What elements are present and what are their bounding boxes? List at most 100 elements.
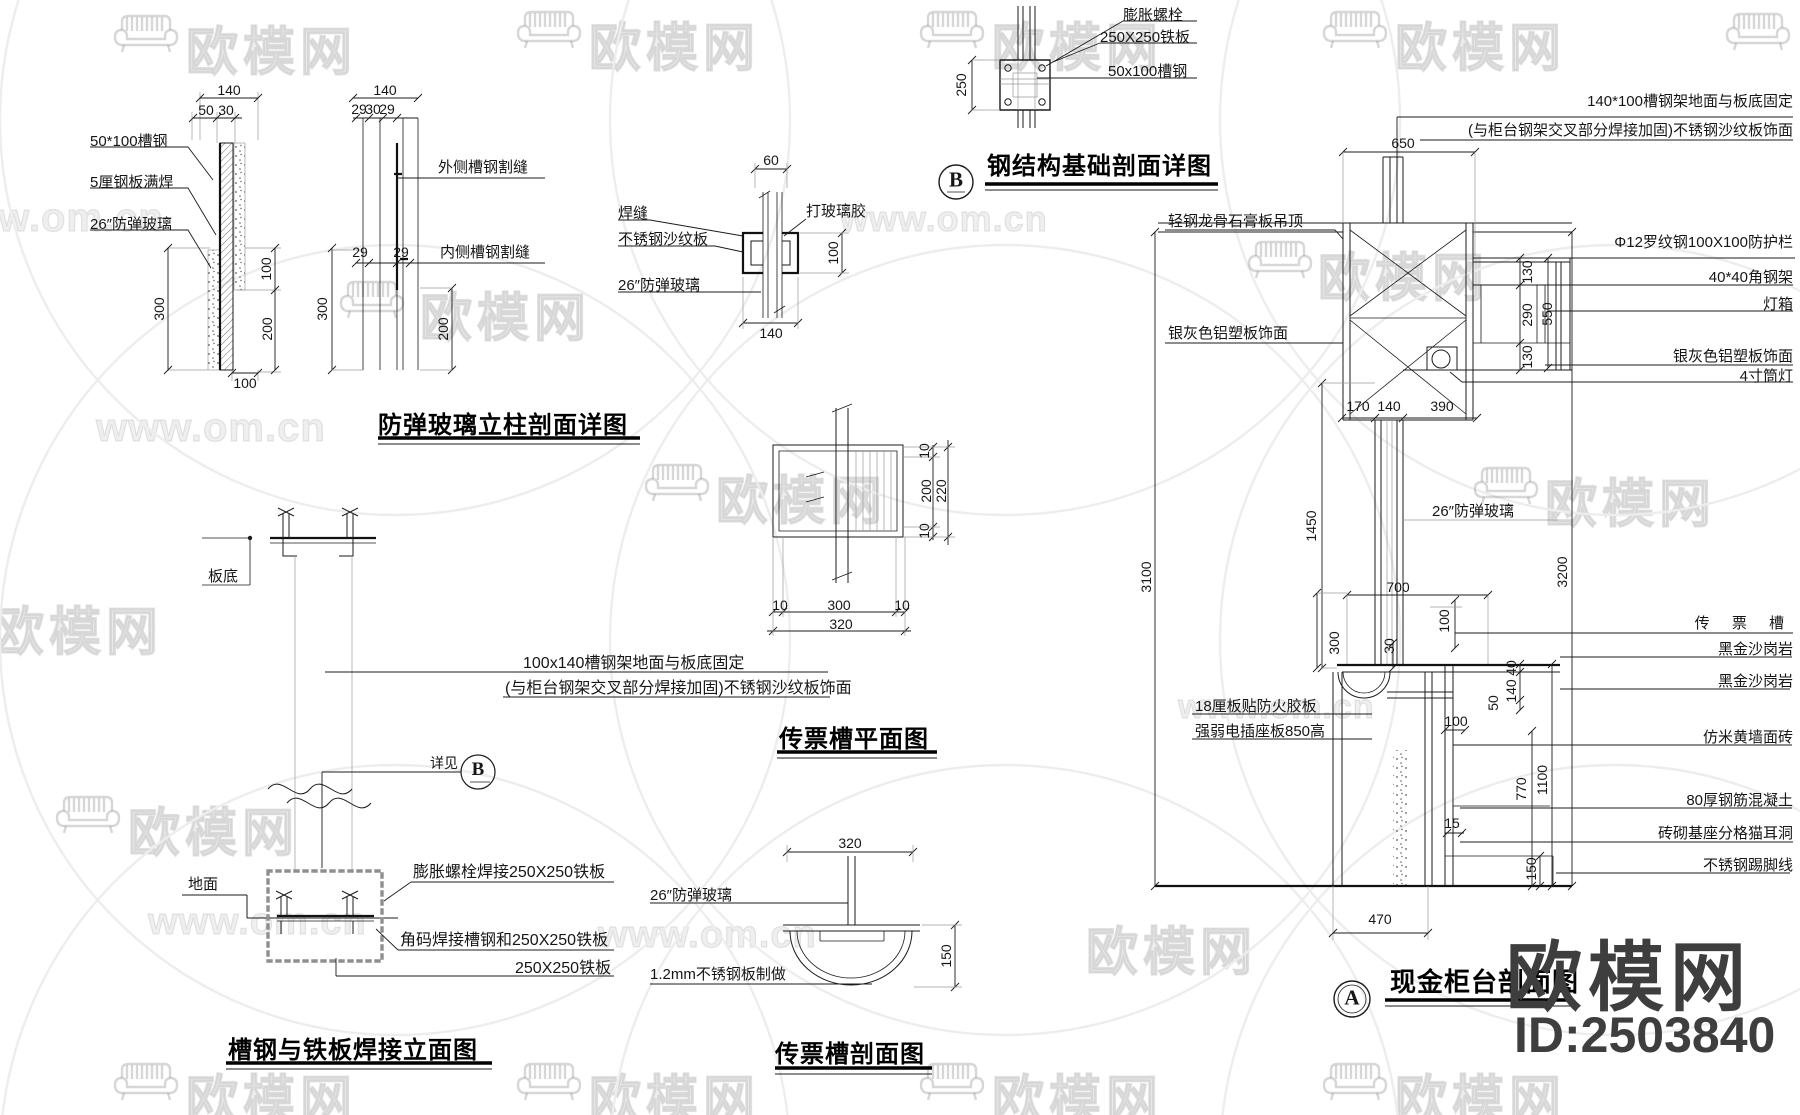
dim-50: 50 xyxy=(1485,695,1501,711)
brand-watermark: 欧模网 xyxy=(0,603,164,663)
dim-650: 650 xyxy=(1391,135,1415,151)
dim-100: 100 xyxy=(1436,609,1452,633)
brand-watermark: 欧模网 xyxy=(127,804,300,864)
note-weld-reinforce: (与柜台钢架交叉部分焊接加固)不锈钢沙纹板饰面 xyxy=(1468,122,1793,139)
label-ground: 地面 xyxy=(188,876,219,893)
label-outer-channel-cut: 外侧槽钢割缝 xyxy=(438,159,529,176)
dim-770: 770 xyxy=(1513,777,1529,801)
label-inner-channel-cut: 内侧槽钢割缝 xyxy=(440,244,531,261)
label-alu-panel: 银灰色铝塑板饰面 xyxy=(1672,348,1793,365)
label-iron-plate: 250X250铁板 xyxy=(1100,29,1191,46)
section-ref-b: B xyxy=(471,759,485,780)
label-bulletproof-glass: 26″防弹玻璃 xyxy=(618,277,700,294)
dim-170: 170 xyxy=(1346,398,1370,414)
label-weld-seam: 焊缝 xyxy=(618,205,649,222)
dim-100: 100 xyxy=(1444,713,1468,729)
dim-3100: 3100 xyxy=(1138,561,1154,593)
url-watermark: www.om.cn xyxy=(0,195,164,240)
url-watermark: www.om.cn xyxy=(95,405,326,450)
dim-30: 30 xyxy=(218,102,234,118)
note-channel-frame-fix: 140*100槽钢架地面与板底固定 xyxy=(1587,93,1793,110)
brand-watermark: 欧模网 xyxy=(715,472,888,532)
label-bulletproof-glass: 26″防弹玻璃 xyxy=(1432,503,1514,520)
brand-watermark: 欧模网 xyxy=(419,289,592,349)
brand-watermark: 欧模网 xyxy=(1085,923,1258,983)
label-stainless-sheet: 1.2mm不锈钢板制做 xyxy=(650,966,786,983)
dim-200: 200 xyxy=(918,479,934,503)
dim-150: 150 xyxy=(938,944,954,968)
dim-320: 320 xyxy=(838,835,862,851)
dim-29: 29 xyxy=(351,101,367,117)
dim-1450: 1450 xyxy=(1303,510,1319,542)
label-rebar-guard: Φ12罗纹钢100X100防护栏 xyxy=(1614,234,1793,251)
title-slot-plan: 传票槽平面图 xyxy=(779,726,929,753)
note-channel-frame-fix: 100x140槽钢架地面与板底固定 xyxy=(523,655,745,672)
dim-10: 10 xyxy=(894,597,910,613)
title-glass-column-section: 防弹玻璃立柱剖面详图 xyxy=(378,412,628,439)
label-glass-glue: 打玻璃胶 xyxy=(806,203,867,220)
dim-30: 30 xyxy=(365,101,381,117)
label-gypsum-ceiling: 轻钢龙骨石膏板吊顶 xyxy=(1168,213,1304,230)
dim-29: 29 xyxy=(379,101,395,117)
section-ref-a: A xyxy=(1344,985,1360,1010)
dim-140: 140 xyxy=(1377,398,1401,414)
label-expansion-bolt: 膨胀螺栓 xyxy=(1123,7,1184,24)
dim-10: 10 xyxy=(916,523,932,539)
label-see-detail: 详见 xyxy=(430,755,458,771)
dim-300: 300 xyxy=(151,297,167,321)
dim-140: 140 xyxy=(759,325,783,341)
section-ref-b: B xyxy=(948,167,964,192)
dim-140: 140 xyxy=(217,82,241,98)
label-bolt-weld-plate: 膨胀螺栓焊接250X250铁板 xyxy=(413,864,606,881)
brand-watermark: 欧模网 xyxy=(991,1071,1164,1115)
brand-watermark: 欧模网 xyxy=(185,1071,358,1115)
label-bulletproof-glass: 26″防弹玻璃 xyxy=(650,887,732,904)
label-fireproof-board: 18厘板贴防火胶板 xyxy=(1195,698,1317,715)
dim-390: 390 xyxy=(1430,398,1454,414)
dim-150: 150 xyxy=(1523,857,1539,881)
dim-60: 60 xyxy=(763,152,779,168)
url-watermark: www.om.cn xyxy=(597,913,817,956)
label-socket-panel: 强弱电插座板850高 xyxy=(1195,723,1326,740)
dim-10: 10 xyxy=(772,597,788,613)
dim-30: 30 xyxy=(1381,638,1397,654)
label-iron-plate: 250X250铁板 xyxy=(515,960,612,977)
url-watermark: www.om.cn xyxy=(147,900,367,943)
label-board-bottom: 板底 xyxy=(208,568,239,585)
title-channel-plate-weld-elevation: 槽钢与铁板焊接立面图 xyxy=(228,1037,478,1064)
dim-300: 300 xyxy=(314,297,330,321)
dim-140: 140 xyxy=(1503,679,1519,703)
note-weld-reinforce: (与柜台钢架交叉部分焊接加固)不锈钢沙纹板饰面 xyxy=(505,680,852,697)
label-black-granite: 黑金沙岗岩 xyxy=(1717,673,1793,690)
dim-200: 200 xyxy=(435,317,451,341)
brand-watermark: 欧模网 xyxy=(1394,1071,1567,1115)
label-steel-plate-weld: 5厘钢板满焊 xyxy=(90,174,174,191)
label-stainless-panel: 不锈钢沙纹板 xyxy=(618,231,709,248)
label-light-box: 灯箱 xyxy=(1762,296,1793,313)
dim-470: 470 xyxy=(1368,911,1392,927)
dim-140: 140 xyxy=(373,82,397,98)
label-channel-steel: 50x100槽钢 xyxy=(1108,63,1188,80)
brand-watermark: 欧模网 xyxy=(1394,19,1567,79)
dim-1100: 1100 xyxy=(1534,764,1550,796)
dim-15: 15 xyxy=(1444,815,1460,831)
dim-700: 700 xyxy=(1386,579,1410,595)
dim-290: 290 xyxy=(1519,303,1535,327)
brand-watermark: 欧模网 xyxy=(185,23,358,83)
label-beige-wall-tile: 仿米黄墙面砖 xyxy=(1702,729,1793,746)
url-watermark: www.om.cn xyxy=(1177,687,1375,726)
label-ticket-slot: 传 票 槽 xyxy=(1694,615,1793,632)
title-cash-counter-section: 现金柜台剖面图 xyxy=(1390,967,1580,997)
dim-29: 29 xyxy=(352,244,368,260)
dim-550: 550 xyxy=(1539,302,1555,326)
label-stainless-skirting: 不锈钢踢脚线 xyxy=(1702,857,1793,874)
dim-50: 50 xyxy=(198,102,214,118)
label-bulletproof-glass: 26″防弹玻璃 xyxy=(90,216,172,233)
dim-320: 320 xyxy=(829,616,853,632)
title-steel-foundation-section: 钢结构基础剖面详图 xyxy=(987,153,1212,180)
dim-29: 29 xyxy=(393,244,409,260)
title-slot-section: 传票槽剖面图 xyxy=(775,1041,925,1068)
label-black-granite: 黑金沙岗岩 xyxy=(1717,641,1793,658)
label-angle-steel-frame: 40*40角钢架 xyxy=(1708,269,1793,286)
